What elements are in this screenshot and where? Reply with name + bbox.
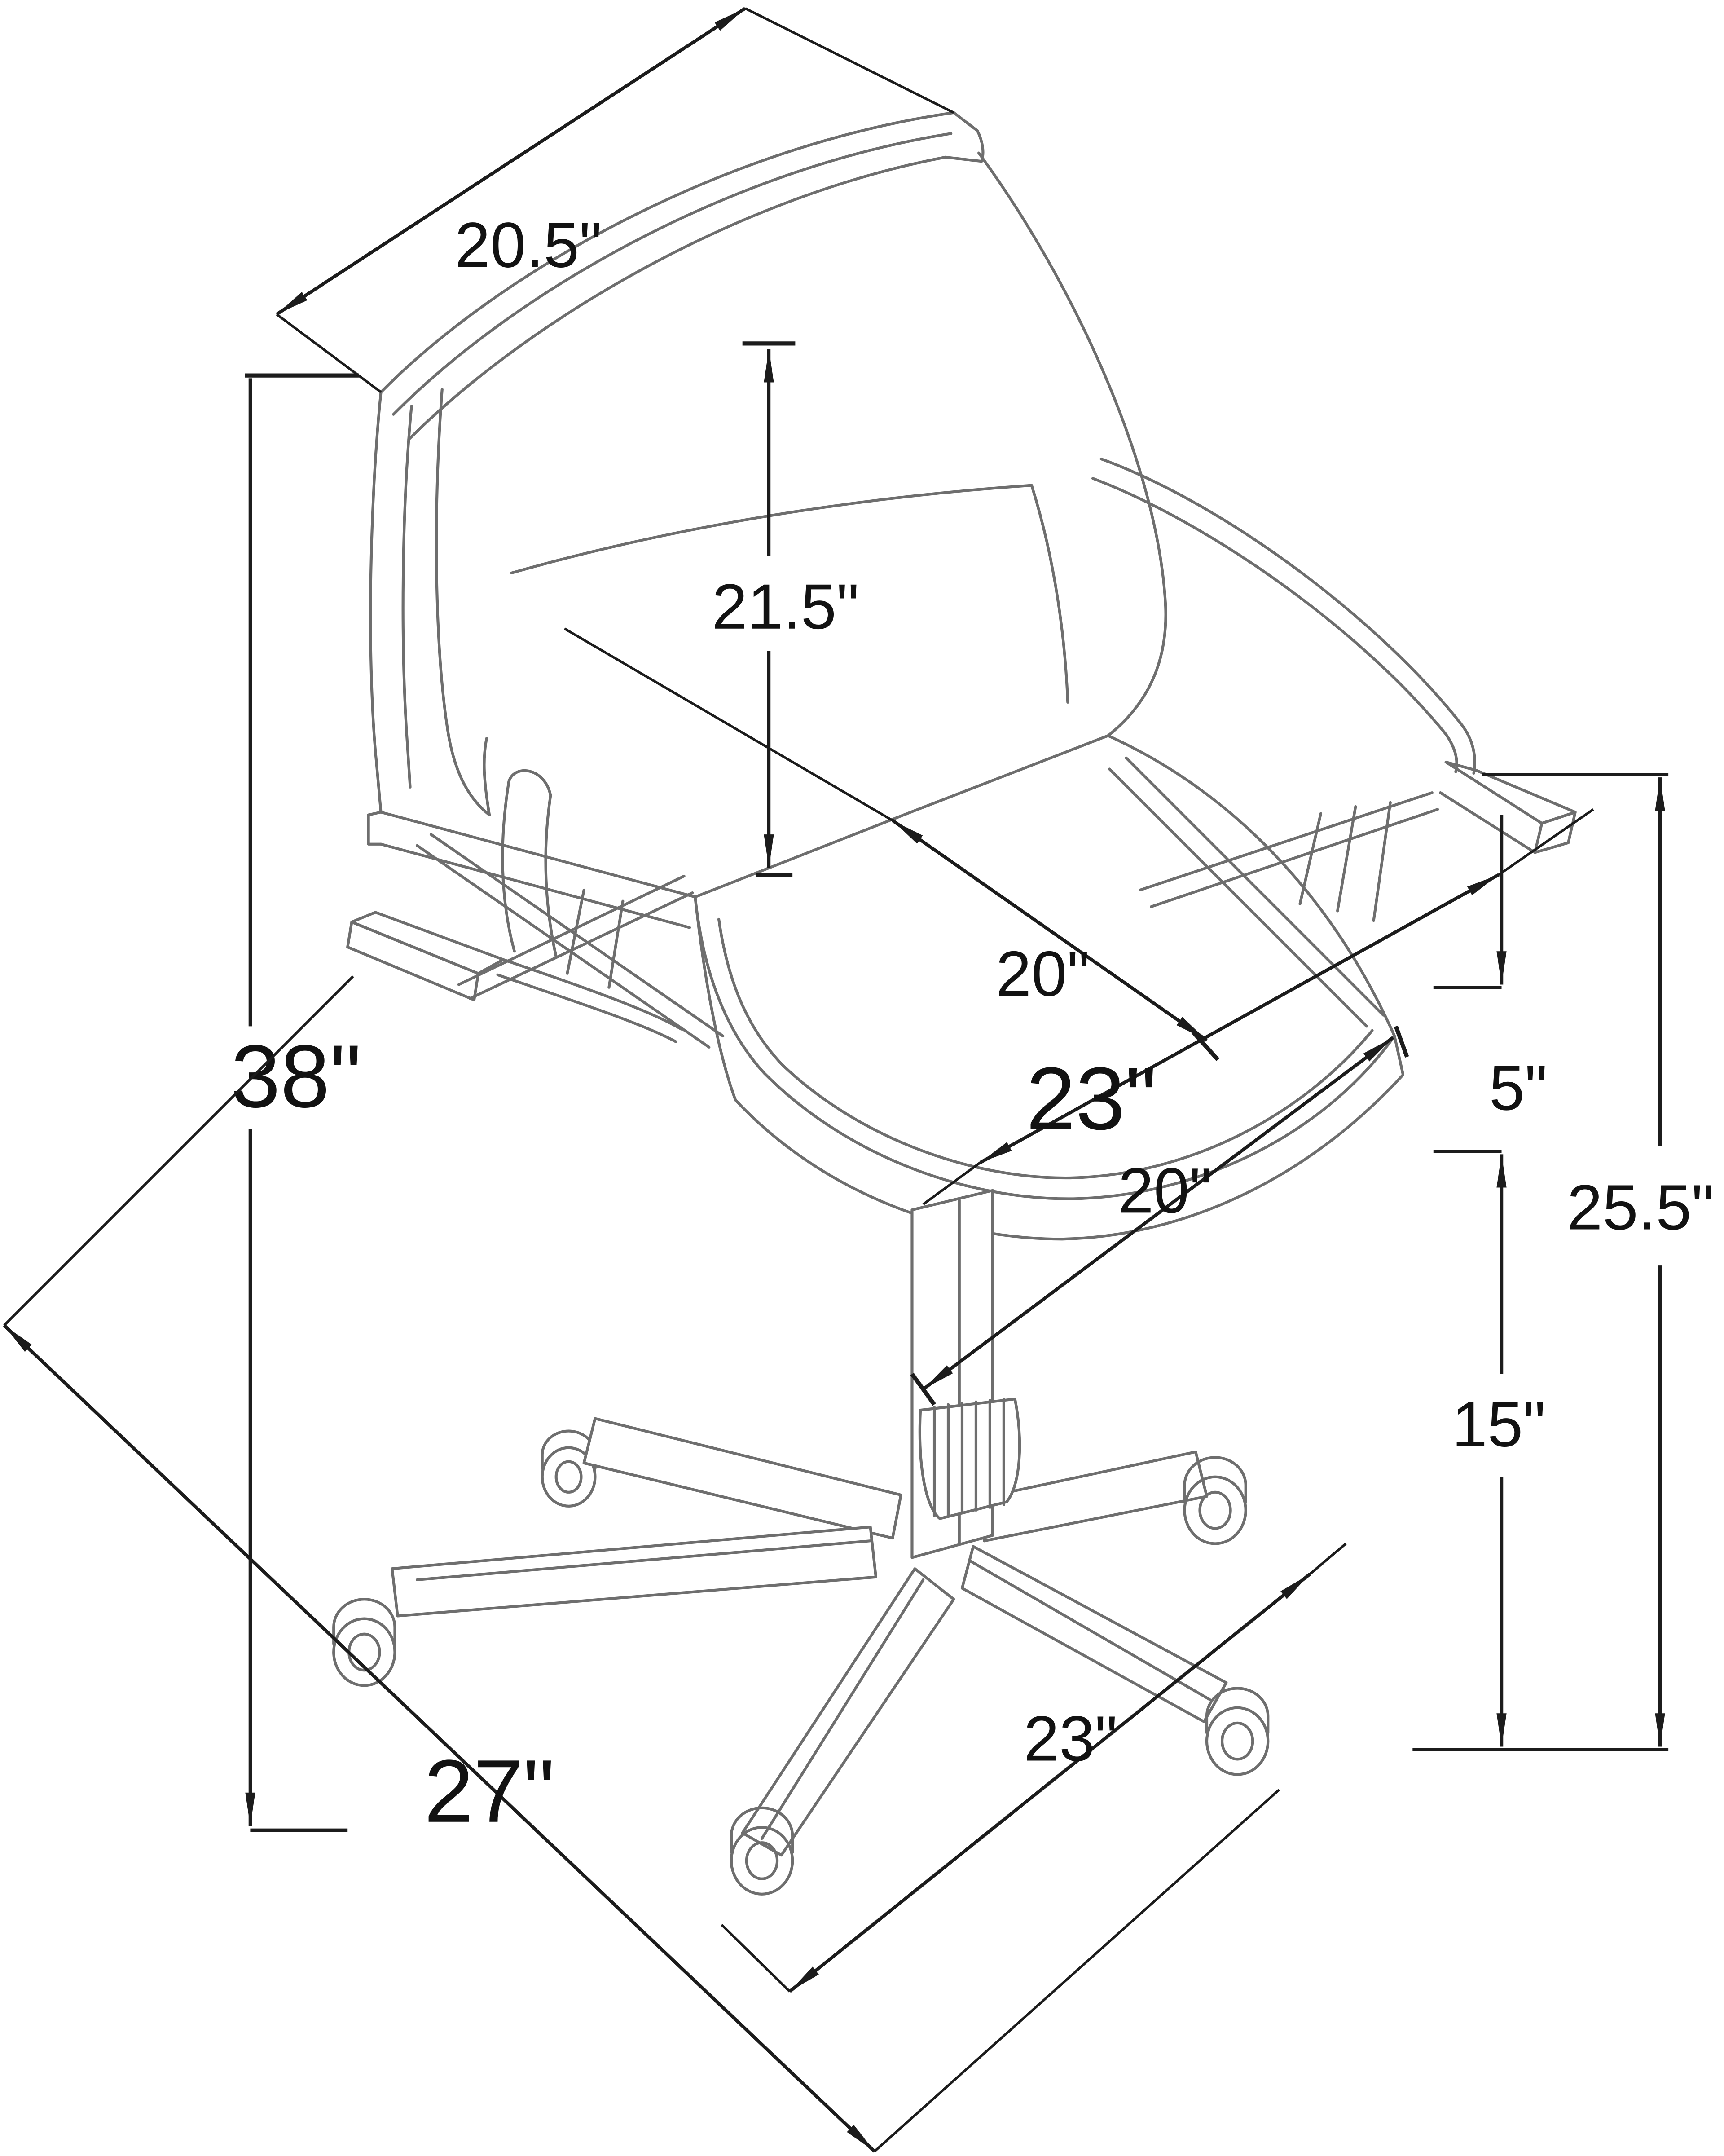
backrest-right-edge — [977, 151, 1167, 737]
backrest-top-width-label: 20.5" — [455, 210, 602, 281]
backrest-cushion-corner — [483, 737, 491, 816]
caster-wheel — [1183, 1475, 1247, 1545]
dimension-line — [922, 1036, 1394, 1391]
backrest-base-strip-bottom — [379, 842, 691, 929]
caster-wheel — [1205, 1706, 1270, 1776]
right-arm-pad-top — [1444, 760, 1577, 825]
left-x-brace-slat — [607, 899, 625, 989]
caster-hub — [1198, 1490, 1232, 1530]
left-arm-support-post — [501, 780, 516, 953]
dim-overall-height: 38" — [231, 373, 361, 1832]
backrest-top-band-inner — [407, 155, 947, 441]
extension-line — [276, 313, 382, 393]
dim-armrest-to-seat: 5" — [1433, 815, 1548, 1374]
dimension-annotations: 20.5" 21.5" 20" 23" 2 — [3, 7, 1714, 2153]
dimension-line — [276, 7, 746, 316]
left-arm-band-inner — [496, 973, 677, 1043]
left-arm-band-outer — [501, 958, 683, 1031]
dimension-line — [3, 1324, 876, 2153]
left-arm-support-post-edge — [544, 794, 558, 958]
caster-hub — [745, 1841, 779, 1880]
caster-left — [332, 1598, 396, 1687]
extension-line — [3, 975, 354, 1327]
extension-line — [1498, 808, 1594, 876]
extension-line — [744, 7, 954, 114]
overall-width-label: 23" — [1026, 1049, 1157, 1148]
seat-rear-left-edge — [694, 734, 1110, 899]
caster-hub — [1220, 1721, 1254, 1761]
caster-hub — [554, 1460, 583, 1494]
extension-line — [563, 627, 893, 822]
backrest-base-left-face — [367, 811, 383, 846]
backrest-middle-seam — [510, 484, 1033, 574]
right-x-brace-diagonal — [1108, 767, 1368, 1028]
left-x-brace-slat — [566, 888, 585, 975]
base-leg-front — [741, 1567, 955, 1857]
backrest-corner-face — [944, 111, 985, 163]
gas-bellows — [918, 1398, 1021, 1520]
caster-rear-left — [541, 1429, 597, 1508]
base-leg-front-right-topline — [968, 1559, 1211, 1701]
seat-left-face — [694, 895, 737, 1102]
caster-rear-right — [1183, 1456, 1247, 1545]
gas-bellows-ribs — [932, 1398, 1005, 1517]
dimension-line — [788, 1573, 1311, 1993]
base-leg-rear-left — [582, 1417, 902, 1540]
armrest-to-seat-label: 5" — [1489, 1052, 1548, 1124]
backrest-cushion-right-seam — [1030, 484, 1069, 704]
base-width-label: 27" — [424, 1742, 555, 1841]
extension-line — [874, 1789, 1280, 2152]
left-x-brace-diagonal — [468, 891, 694, 1000]
left-x-brace-diagonal — [457, 874, 686, 986]
left-x-brace-diagonal — [415, 844, 711, 1049]
right-arm-band-inner — [1091, 477, 1458, 773]
left-arm-pad-top — [350, 911, 505, 975]
caster-fork — [332, 1598, 396, 1645]
chair-line-art — [332, 111, 1577, 1896]
left-arm-support-cap — [507, 769, 552, 797]
left-x-brace-diagonal — [429, 833, 725, 1038]
dim-backrest-top-width: 20.5" — [276, 7, 954, 393]
dim-seat-front-depth: 20" — [910, 1025, 1409, 1406]
extension-line — [1309, 1543, 1347, 1575]
base-depth-label: 23" — [1024, 1703, 1117, 1775]
dim-base-depth: 23" — [721, 1543, 1347, 1993]
right-arm-pad-bottom — [1439, 791, 1536, 854]
right-x-brace-slat — [1298, 812, 1323, 905]
overall-height-label: 38" — [231, 1027, 361, 1126]
caster-fork — [1205, 1687, 1270, 1734]
extension-line — [721, 1923, 791, 1993]
left-arm-pad-front — [346, 921, 480, 1001]
seat-front-depth-label: 20" — [1118, 1155, 1212, 1226]
dim-seat-height: 15" — [1452, 1389, 1546, 1747]
backrest-cushion-left-edge — [435, 388, 491, 816]
backrest-left-edge-outer — [369, 391, 383, 814]
caster-hub — [347, 1632, 381, 1672]
backrest — [367, 111, 1167, 929]
base-leg-front-topline — [760, 1578, 925, 1840]
seat-height-label: 15" — [1452, 1389, 1546, 1460]
base-leg-left — [391, 1526, 878, 1618]
dim-armrest-height: 25.5" — [1412, 773, 1714, 1751]
dim-backrest-height: 21.5" — [712, 341, 859, 877]
caster-fork — [1183, 1456, 1247, 1503]
right-arm-band-outer — [1099, 457, 1476, 775]
backrest-height-label: 21.5" — [712, 571, 859, 643]
caster-wheel — [332, 1617, 396, 1687]
armrest-height-label: 25.5" — [1567, 1172, 1714, 1243]
backrest-left-frame-line — [401, 405, 413, 789]
left-armrest — [346, 769, 725, 1049]
backrest-base-strip-top — [379, 811, 697, 899]
seat-width-label: 20" — [996, 938, 1090, 1010]
right-x-brace-slat — [1372, 801, 1392, 922]
reference-tick — [1394, 1025, 1409, 1058]
right-x-brace-diagonal — [1125, 756, 1385, 1017]
